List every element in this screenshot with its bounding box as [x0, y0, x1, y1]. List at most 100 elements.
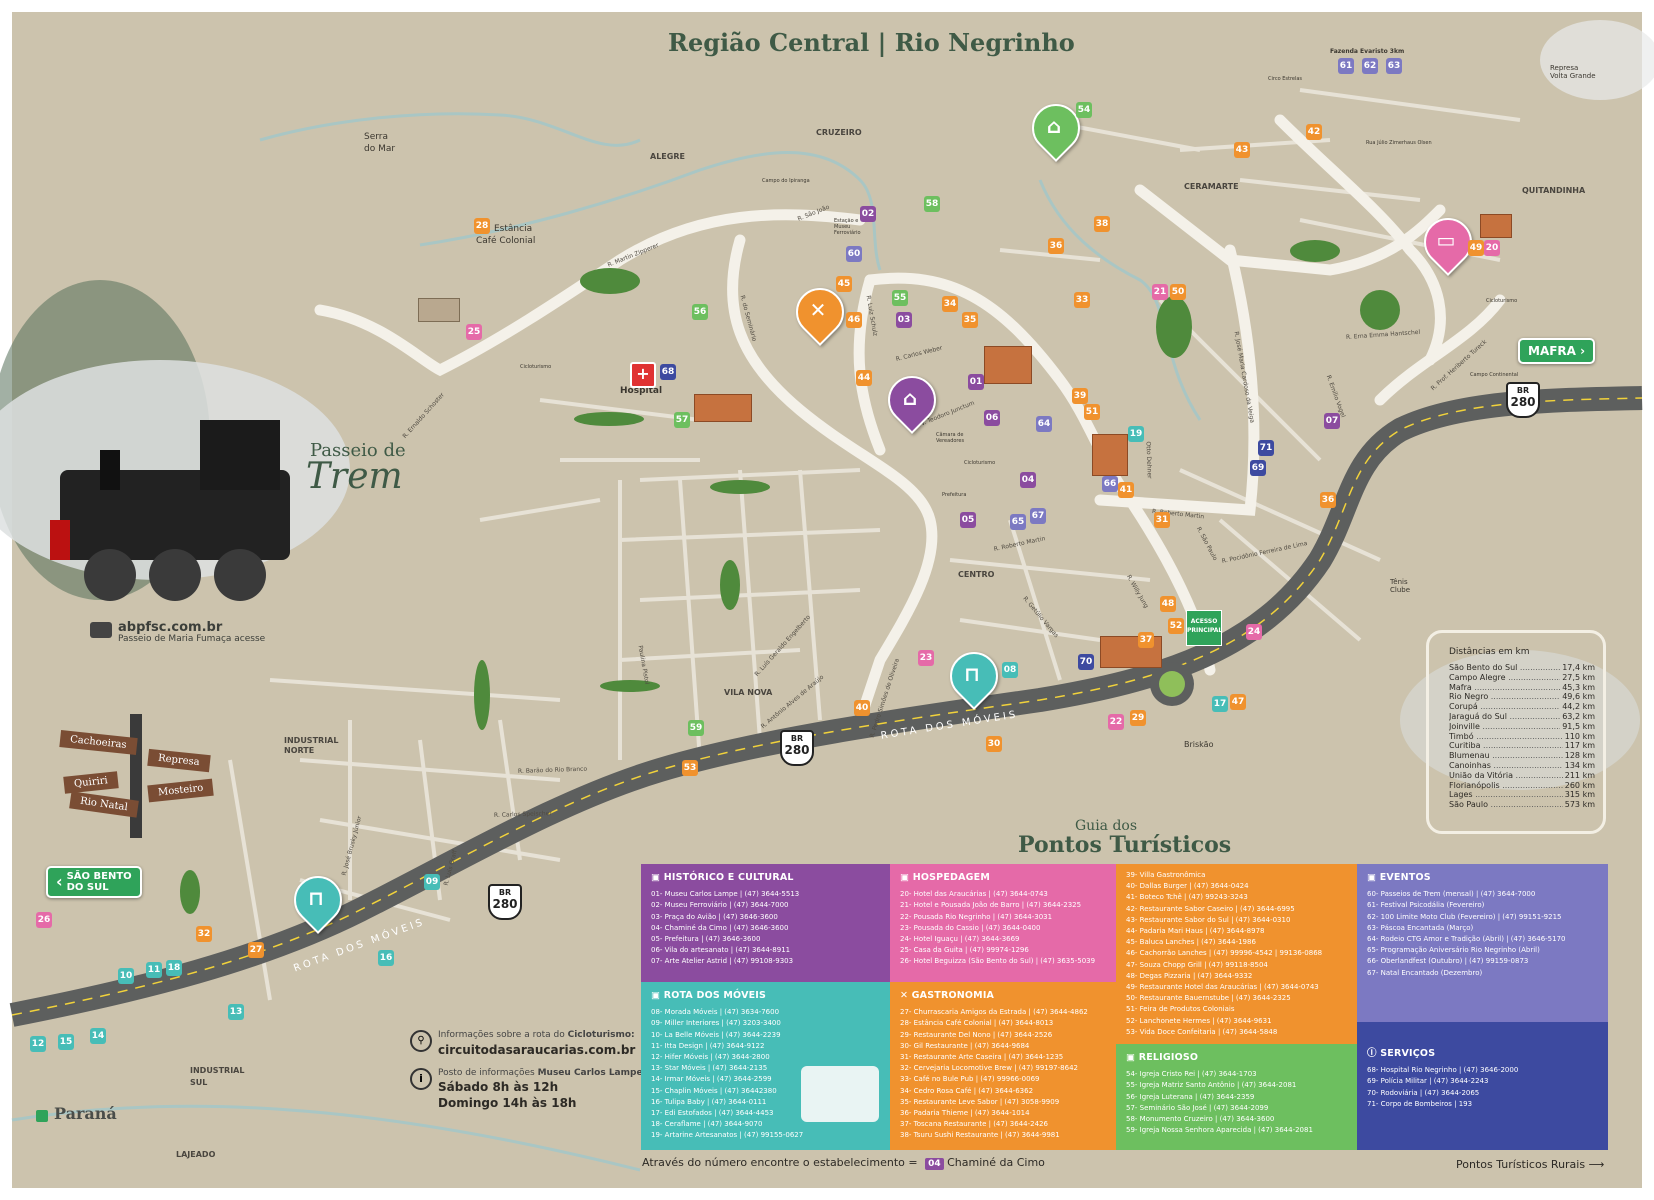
map-marker[interactable]: 39 — [1072, 388, 1088, 404]
distance-km: 260 km — [1564, 780, 1595, 790]
map-marker[interactable]: 21 — [1152, 284, 1168, 300]
cloud — [1540, 20, 1654, 100]
map-marker[interactable]: 62 — [1362, 58, 1378, 74]
distance-km: 315 km — [1564, 790, 1595, 800]
map-marker[interactable]: 03 — [896, 312, 912, 328]
map-marker[interactable]: 40 — [854, 700, 870, 716]
map-marker[interactable]: 61 — [1338, 58, 1354, 74]
map-marker[interactable]: 50 — [1170, 284, 1186, 300]
map-marker[interactable]: 04 — [1020, 472, 1036, 488]
map-marker[interactable]: 17 — [1212, 696, 1228, 712]
chevron-left-icon: ‹ — [56, 872, 63, 891]
map-marker[interactable]: 26 — [36, 912, 52, 928]
distance-city: Rio Negro — [1449, 692, 1560, 702]
map-marker[interactable]: 58 — [924, 196, 940, 212]
map-marker[interactable]: 47 — [1230, 694, 1246, 710]
map-marker[interactable]: 44 — [856, 370, 872, 386]
map-marker[interactable]: 28 — [474, 218, 490, 234]
map-marker[interactable]: 48 — [1160, 596, 1176, 612]
map-marker[interactable]: 63 — [1386, 58, 1402, 74]
map-marker[interactable]: 69 — [1250, 460, 1266, 476]
map-marker[interactable]: 53 — [682, 760, 698, 776]
distance-row: Joinville91,5 km — [1449, 722, 1595, 732]
map-marker[interactable]: 24 — [1246, 624, 1262, 640]
map-marker[interactable]: 45 — [836, 276, 852, 292]
legend-entry: 20- Hotel das Araucárias | (47) 3644-074… — [900, 890, 1048, 899]
place-briskao: Briskão — [1184, 740, 1214, 749]
map-marker[interactable]: 02 — [860, 206, 876, 222]
distance-row: Lages315 km — [1449, 790, 1595, 800]
map-marker[interactable]: 30 — [986, 736, 1002, 752]
map-marker[interactable]: 15 — [58, 1034, 74, 1050]
legend-entry: 23- Pousada do Cassio | (47) 3644-0400 — [900, 923, 1041, 932]
map-marker[interactable]: 32 — [196, 926, 212, 942]
map-marker[interactable]: 57 — [674, 412, 690, 428]
map-marker[interactable]: 01 — [968, 374, 984, 390]
map-marker[interactable]: 59 — [688, 720, 704, 736]
map-marker[interactable]: 31 — [1154, 512, 1170, 528]
map-marker[interactable]: 37 — [1138, 632, 1154, 648]
hospital-icon[interactable]: + — [630, 362, 656, 388]
map-marker[interactable]: 38 — [1094, 216, 1110, 232]
map-marker[interactable]: 36 — [1320, 492, 1336, 508]
map-marker[interactable]: 67 — [1030, 508, 1046, 524]
ciclo-bold: Cicloturismo: — [567, 1030, 635, 1040]
map-marker[interactable]: 08 — [1002, 662, 1018, 678]
map-marker[interactable]: 51 — [1084, 404, 1100, 420]
map-marker[interactable]: 07 — [1324, 413, 1340, 429]
sao-bento-exit-sign[interactable]: ‹ SÃO BENTO DO SUL — [46, 866, 142, 898]
map-marker[interactable]: 14 — [90, 1028, 106, 1044]
map-marker[interactable]: 13 — [228, 1004, 244, 1020]
distance-row: Timbó110 km — [1449, 732, 1595, 742]
map-marker[interactable]: 52 — [1168, 618, 1184, 634]
map-marker[interactable]: 05 — [960, 512, 976, 528]
mafra-exit-sign[interactable]: MAFRA › — [1518, 338, 1596, 364]
chevron-left-icon[interactable] — [36, 1110, 48, 1122]
map-marker[interactable]: 27 — [248, 942, 264, 958]
map-marker[interactable]: 34 — [942, 296, 958, 312]
map-marker[interactable]: 71 — [1258, 440, 1274, 456]
map-marker[interactable]: 49 — [1468, 240, 1484, 256]
map-marker[interactable]: 55 — [892, 290, 908, 306]
rural-points-link[interactable]: Pontos Turísticos Rurais ⟶ — [1456, 1158, 1604, 1171]
legend-entry: 30- Gil Restaurante | (47) 3644-9684 — [900, 1041, 1030, 1050]
map-marker[interactable]: 09 — [424, 874, 440, 890]
map-marker[interactable]: 70 — [1078, 654, 1094, 670]
map-marker[interactable]: 16 — [378, 950, 394, 966]
map-marker[interactable]: 66 — [1102, 476, 1118, 492]
map-marker[interactable]: 19 — [1128, 426, 1144, 442]
map-marker[interactable]: 56 — [692, 304, 708, 320]
map-marker[interactable]: 11 — [146, 962, 162, 978]
map-marker[interactable]: 43 — [1234, 142, 1250, 158]
label-campo-ipiranga: Campo do Ipiranga — [762, 178, 810, 184]
map-marker[interactable]: 65 — [1010, 514, 1026, 530]
map-marker[interactable]: 06 — [984, 410, 1000, 426]
ciclo-url[interactable]: circuitodasaraucarias.com.br — [438, 1043, 636, 1057]
place-serra-do-mar: do Mar — [364, 144, 396, 154]
map-marker[interactable]: 10 — [118, 968, 134, 984]
train-site-link[interactable]: abpfsc.com.br — [118, 620, 223, 635]
map-marker[interactable]: 64 — [1036, 416, 1052, 432]
legend-entry: 02- Museu Ferroviário | (47) 3644-7000 — [651, 901, 789, 910]
map-marker[interactable]: 68 — [660, 364, 676, 380]
map-marker[interactable]: 22 — [1108, 714, 1124, 730]
map-marker[interactable]: 46 — [846, 312, 862, 328]
map-marker[interactable]: 41 — [1118, 482, 1134, 498]
map-marker[interactable]: 60 — [846, 246, 862, 262]
map-marker[interactable]: 54 — [1076, 102, 1092, 118]
distance-km: 63,2 km — [1562, 711, 1595, 721]
map-marker[interactable]: 36 — [1048, 238, 1064, 254]
map-marker[interactable]: 20 — [1484, 240, 1500, 256]
map-marker[interactable]: 23 — [918, 650, 934, 666]
map-marker[interactable]: 42 — [1306, 124, 1322, 140]
map-marker[interactable]: 18 — [166, 960, 182, 976]
map-marker[interactable]: 33 — [1074, 292, 1090, 308]
map-marker[interactable]: 25 — [466, 324, 482, 340]
map-marker[interactable]: 35 — [962, 312, 978, 328]
legend-entry: 14- Irmar Móveis | (47) 3644-2599 — [651, 1075, 772, 1084]
map-marker[interactable]: 29 — [1130, 710, 1146, 726]
map-marker[interactable]: 12 — [30, 1036, 46, 1052]
distance-row: Corupá44,2 km — [1449, 702, 1595, 712]
